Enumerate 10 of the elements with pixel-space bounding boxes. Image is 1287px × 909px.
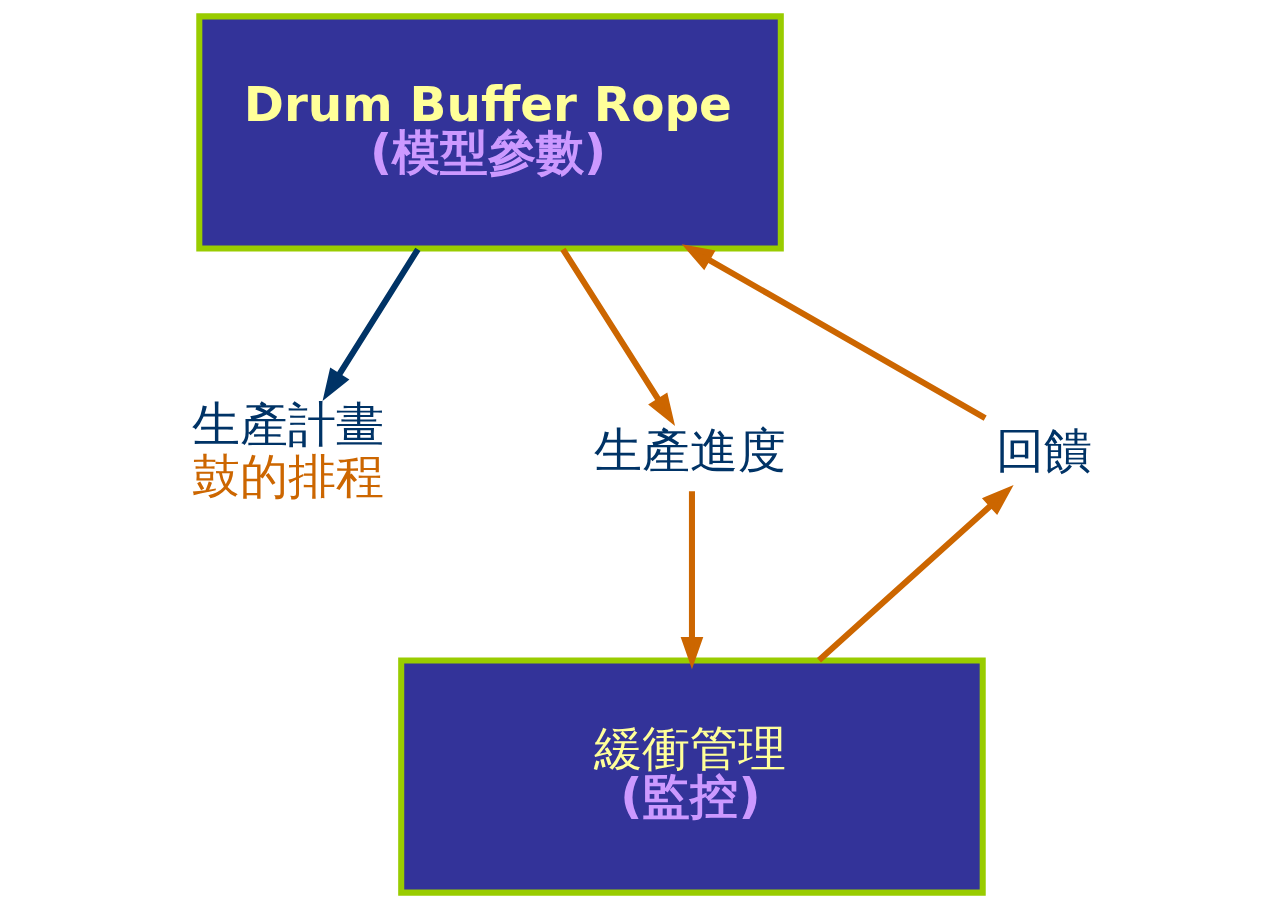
- arrow: [560, 247, 676, 426]
- node-box: Drum Buffer Rope (模型參數): [196, 13, 784, 252]
- arrow: [816, 485, 1014, 663]
- arrow: [681, 244, 987, 421]
- node-text: 生產進度: [594, 422, 787, 479]
- arrow: [680, 491, 704, 670]
- arrow: [322, 247, 421, 401]
- node-text: 回饋: [995, 422, 1092, 479]
- node-text: 生產計畫 鼓的排程: [192, 395, 385, 505]
- node-box: 緩衝管理 (監控): [398, 657, 986, 896]
